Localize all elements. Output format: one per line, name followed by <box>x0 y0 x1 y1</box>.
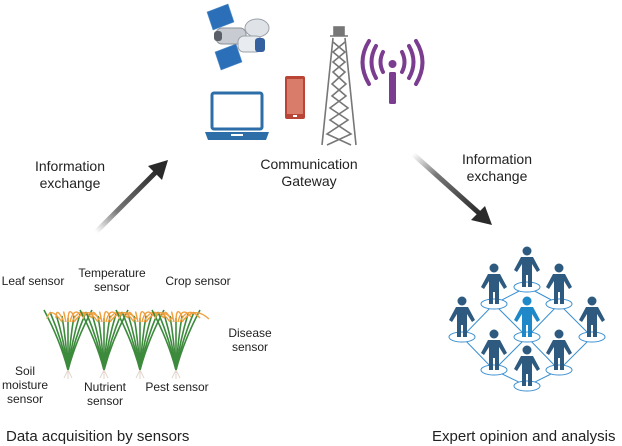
wireless-antenna-icon <box>360 39 425 104</box>
communication-gateway-label: Communication Gateway <box>234 156 384 190</box>
expert-person <box>545 263 573 310</box>
network-link <box>526 303 560 338</box>
expert-person <box>480 329 508 376</box>
expert-person <box>480 263 508 310</box>
info-exchange-left-line2: exchange <box>39 175 101 191</box>
info-exchange-right-line1: Information <box>461 151 533 167</box>
disease-sensor-label: Disease sensor <box>222 326 278 354</box>
expert-person <box>448 296 476 343</box>
nutrient-line2: sensor <box>86 394 124 408</box>
network-link <box>558 303 593 338</box>
smartphone-icon <box>285 76 305 119</box>
crop-plant <box>79 309 138 379</box>
network-link <box>461 336 495 371</box>
temperature-line2: sensor <box>93 280 131 294</box>
nutrient-sensor-label: Nutrient sensor <box>78 380 132 408</box>
expert-person <box>545 329 573 376</box>
crop-plant <box>151 309 210 379</box>
network-link <box>526 336 560 371</box>
crop-plant <box>43 309 102 379</box>
soil-line1: Soil <box>14 364 35 378</box>
disease-line2: sensor <box>231 340 269 354</box>
expert-opinion-caption: Expert opinion and analysis <box>432 428 616 445</box>
info-exchange-right-line2: exchange <box>466 168 528 184</box>
network-link <box>461 303 495 338</box>
info-exchange-left-label: Information exchange <box>20 158 120 192</box>
network-link <box>493 303 528 338</box>
soil-line2: moisture <box>1 378 48 392</box>
nutrient-line1: Nutrient <box>83 380 127 394</box>
crop-plant <box>115 309 174 379</box>
crop-plants-illustration <box>43 309 210 379</box>
arrow-down-right <box>411 152 492 225</box>
leaf-sensor-label: Leaf sensor <box>1 274 65 288</box>
network-link <box>493 336 528 371</box>
network-link <box>558 336 593 371</box>
info-exchange-right-label: Information exchange <box>447 151 547 185</box>
arrow-up-right <box>94 160 168 234</box>
satellite-icon <box>206 3 270 71</box>
data-acquisition-caption: Data acquisition by sensors <box>6 428 190 445</box>
communication-label-line1: Communication <box>260 156 358 172</box>
expert-person <box>513 246 541 293</box>
soil-moisture-sensor-label: Soil moisture sensor <box>0 364 50 406</box>
expert-network-illustration <box>448 246 606 392</box>
laptop-icon <box>205 91 269 140</box>
crop-sensor-label: Crop sensor <box>165 274 231 288</box>
expert-person-center <box>513 296 541 343</box>
expert-person <box>578 296 606 343</box>
communication-label-line2: Gateway <box>281 173 337 189</box>
pest-sensor-label: Pest sensor <box>145 380 209 394</box>
temperature-sensor-label: Temperature sensor <box>76 266 148 294</box>
disease-line1: Disease <box>228 326 272 340</box>
expert-person <box>513 345 541 392</box>
info-exchange-left-line1: Information <box>34 158 106 174</box>
temperature-line1: Temperature <box>78 266 146 280</box>
soil-line3: sensor <box>6 392 44 406</box>
cell-tower-icon <box>321 26 357 146</box>
